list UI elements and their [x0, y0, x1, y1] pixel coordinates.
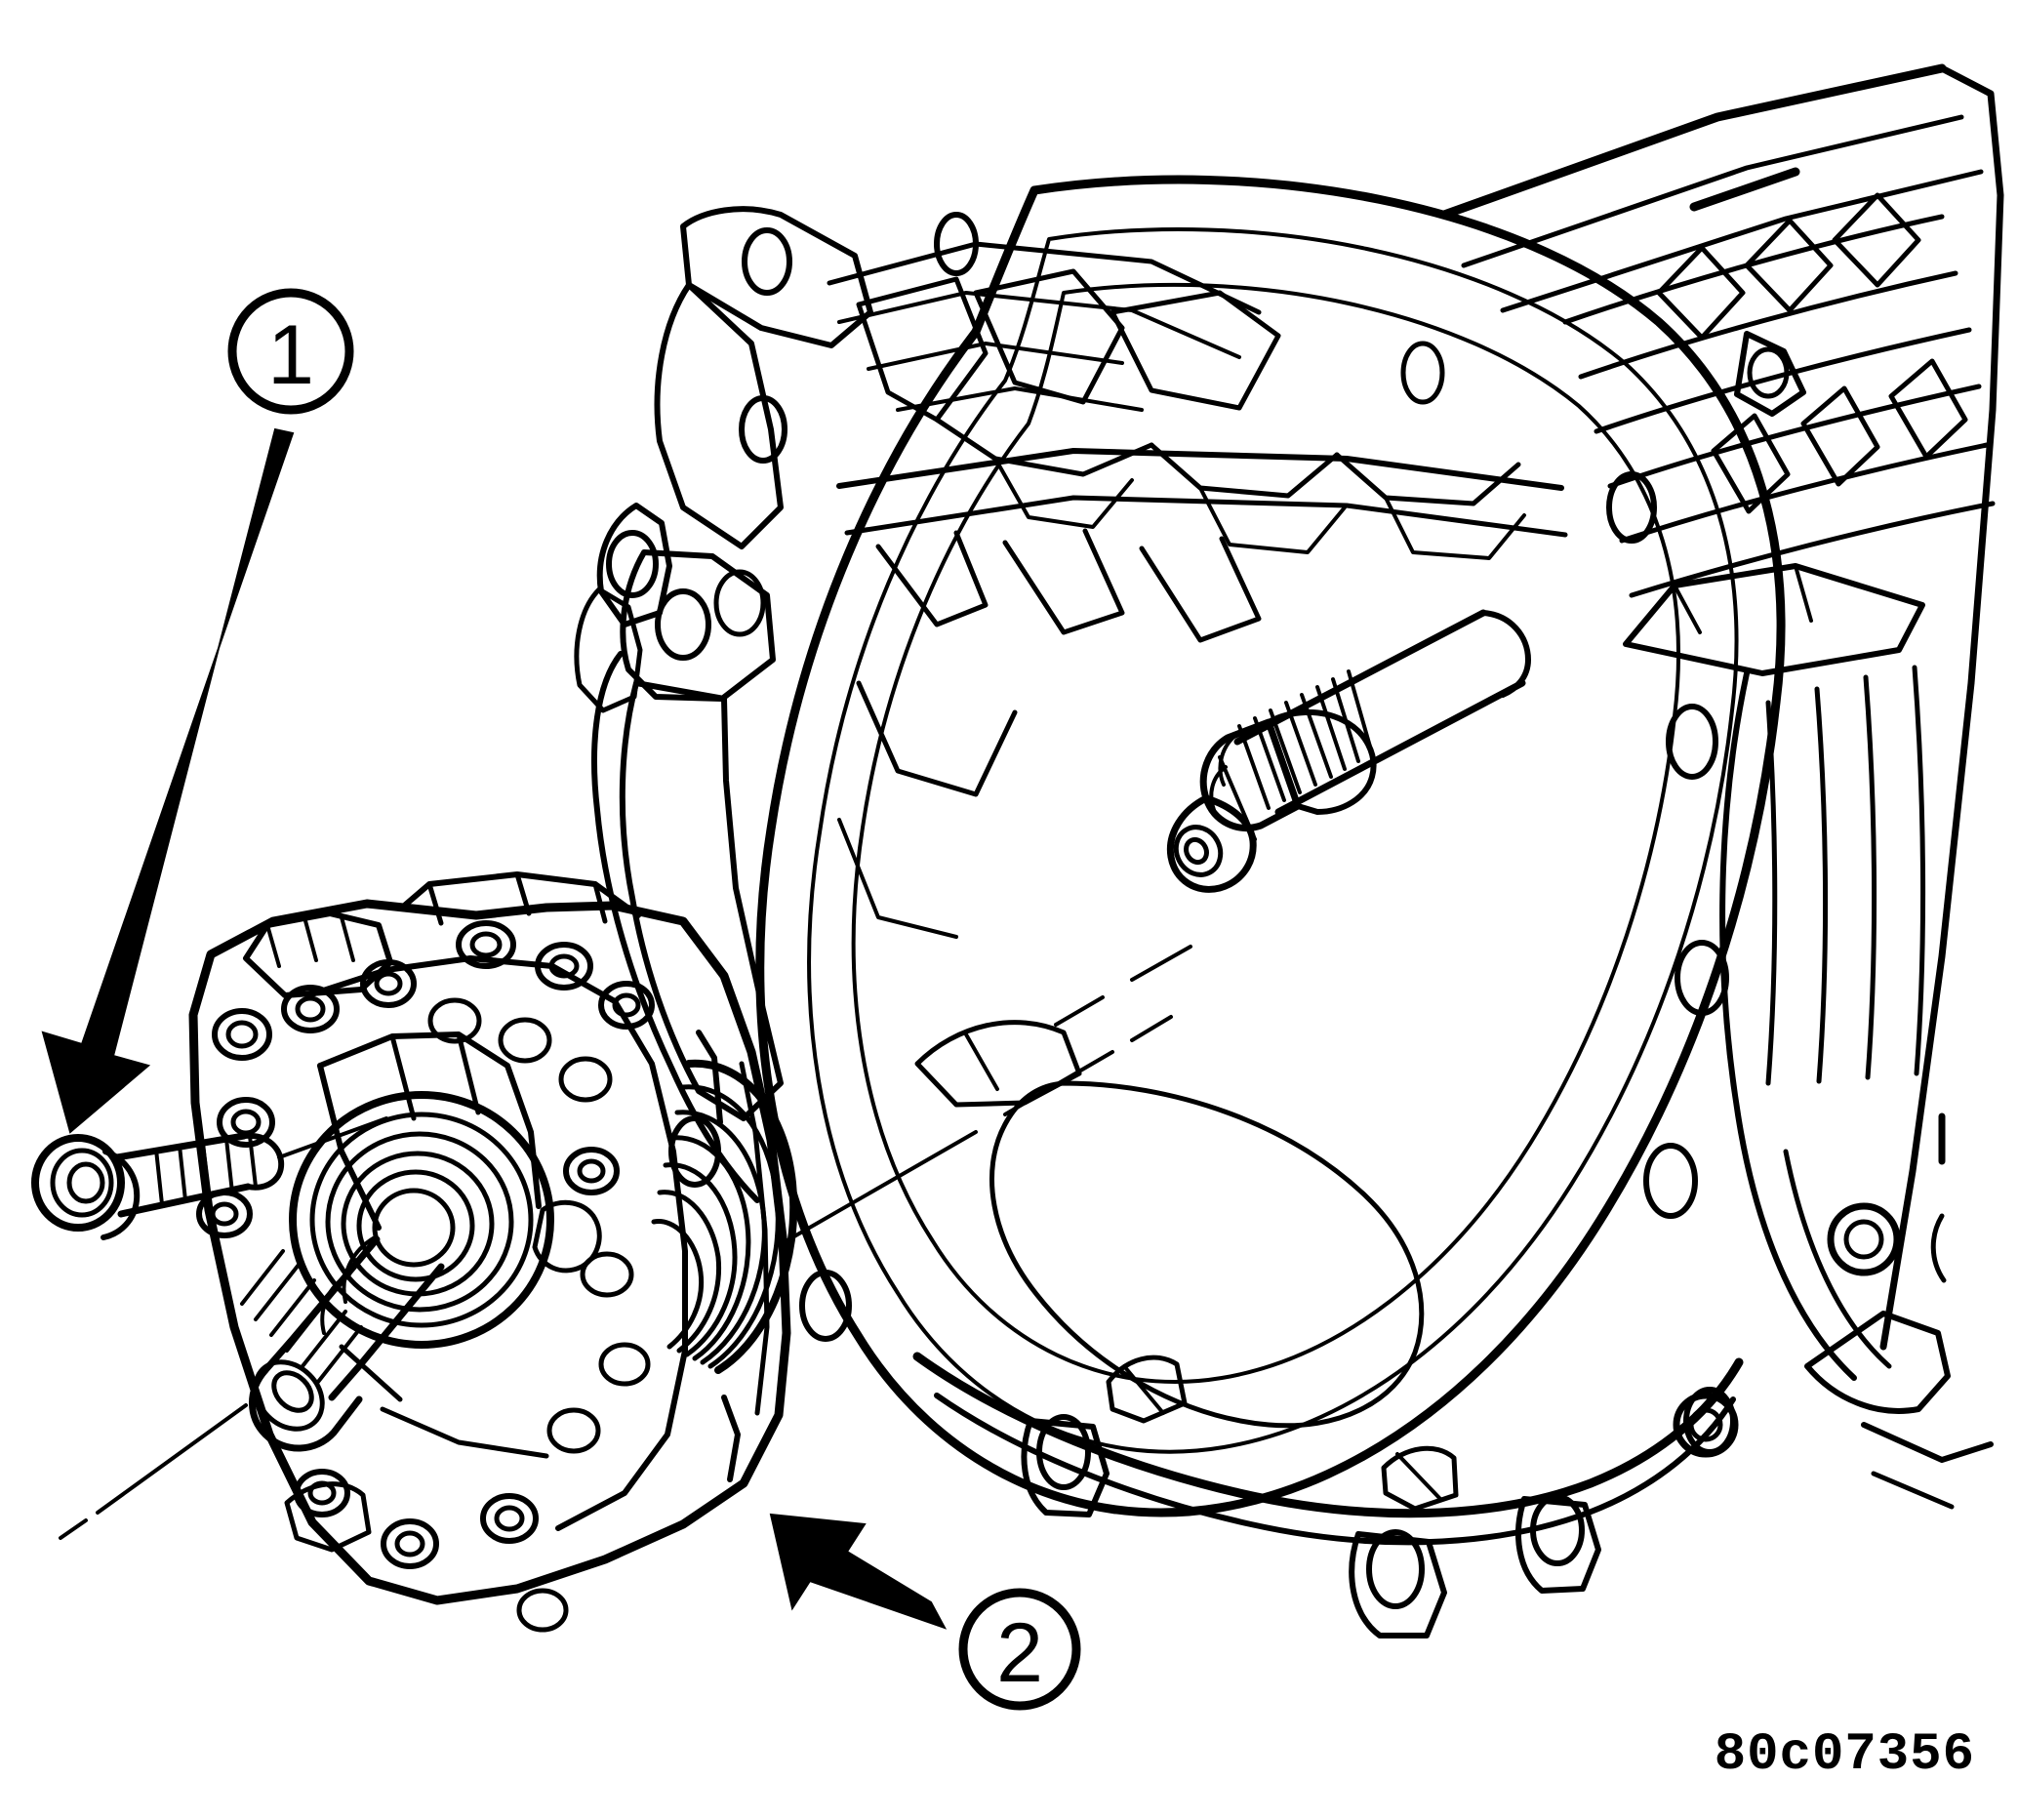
- callout-2-circle: [958, 1588, 1081, 1711]
- transmission-case-body: [1439, 63, 2004, 1510]
- callout-2-arrow: [769, 1513, 948, 1630]
- callout-2-label: 2: [996, 1606, 1043, 1700]
- assembly-centerline: [59, 945, 1192, 1540]
- oil-pump-assembly: [188, 871, 798, 1633]
- callout-1-circle: [227, 288, 354, 415]
- transmission-input-shaft: [1166, 609, 1531, 893]
- pump-attaching-bolt: [31, 1132, 285, 1240]
- callout-2[interactable]: 2: [769, 1513, 1081, 1711]
- callout-1-arrow: [41, 427, 295, 1134]
- figure-id-label: 80c07356: [1714, 1725, 1975, 1785]
- callout-1[interactable]: 1: [41, 288, 354, 1134]
- callout-1-label: 1: [267, 308, 314, 402]
- transmission-bellhousing: [574, 175, 1901, 1638]
